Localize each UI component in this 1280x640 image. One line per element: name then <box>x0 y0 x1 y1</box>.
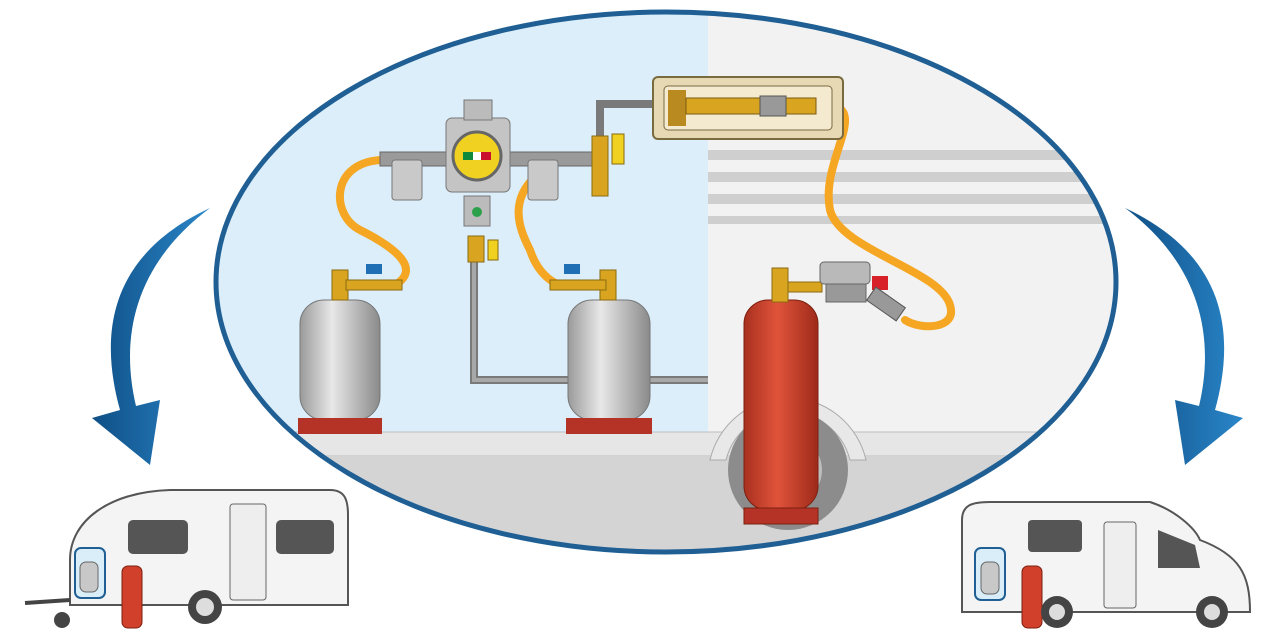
floor-edge <box>216 431 1116 457</box>
external-gas-socket <box>652 76 844 140</box>
curved-arrow-left-icon <box>92 208 210 465</box>
gas-cylinder-grey-1 <box>298 264 403 434</box>
shutoff-valve-2 <box>611 133 625 165</box>
hose-left <box>335 156 410 289</box>
gas-pipe-outlet <box>596 100 660 140</box>
caravan-icon <box>24 489 349 629</box>
changeover-regulator <box>379 99 601 263</box>
shutoff-valve <box>487 239 499 261</box>
gas-cylinder-red <box>743 261 907 525</box>
wall-stripes <box>708 150 1116 224</box>
gas-cylinder-grey-2 <box>549 264 652 434</box>
closeup-border <box>213 9 1119 555</box>
motorhome-icon <box>961 501 1252 629</box>
curved-arrow-right-icon <box>1125 208 1243 465</box>
tee-fitting <box>591 135 609 197</box>
cylinder-valve-blue <box>564 264 580 274</box>
regulator-icon <box>819 261 907 322</box>
cylinder-valve-blue <box>366 264 382 274</box>
